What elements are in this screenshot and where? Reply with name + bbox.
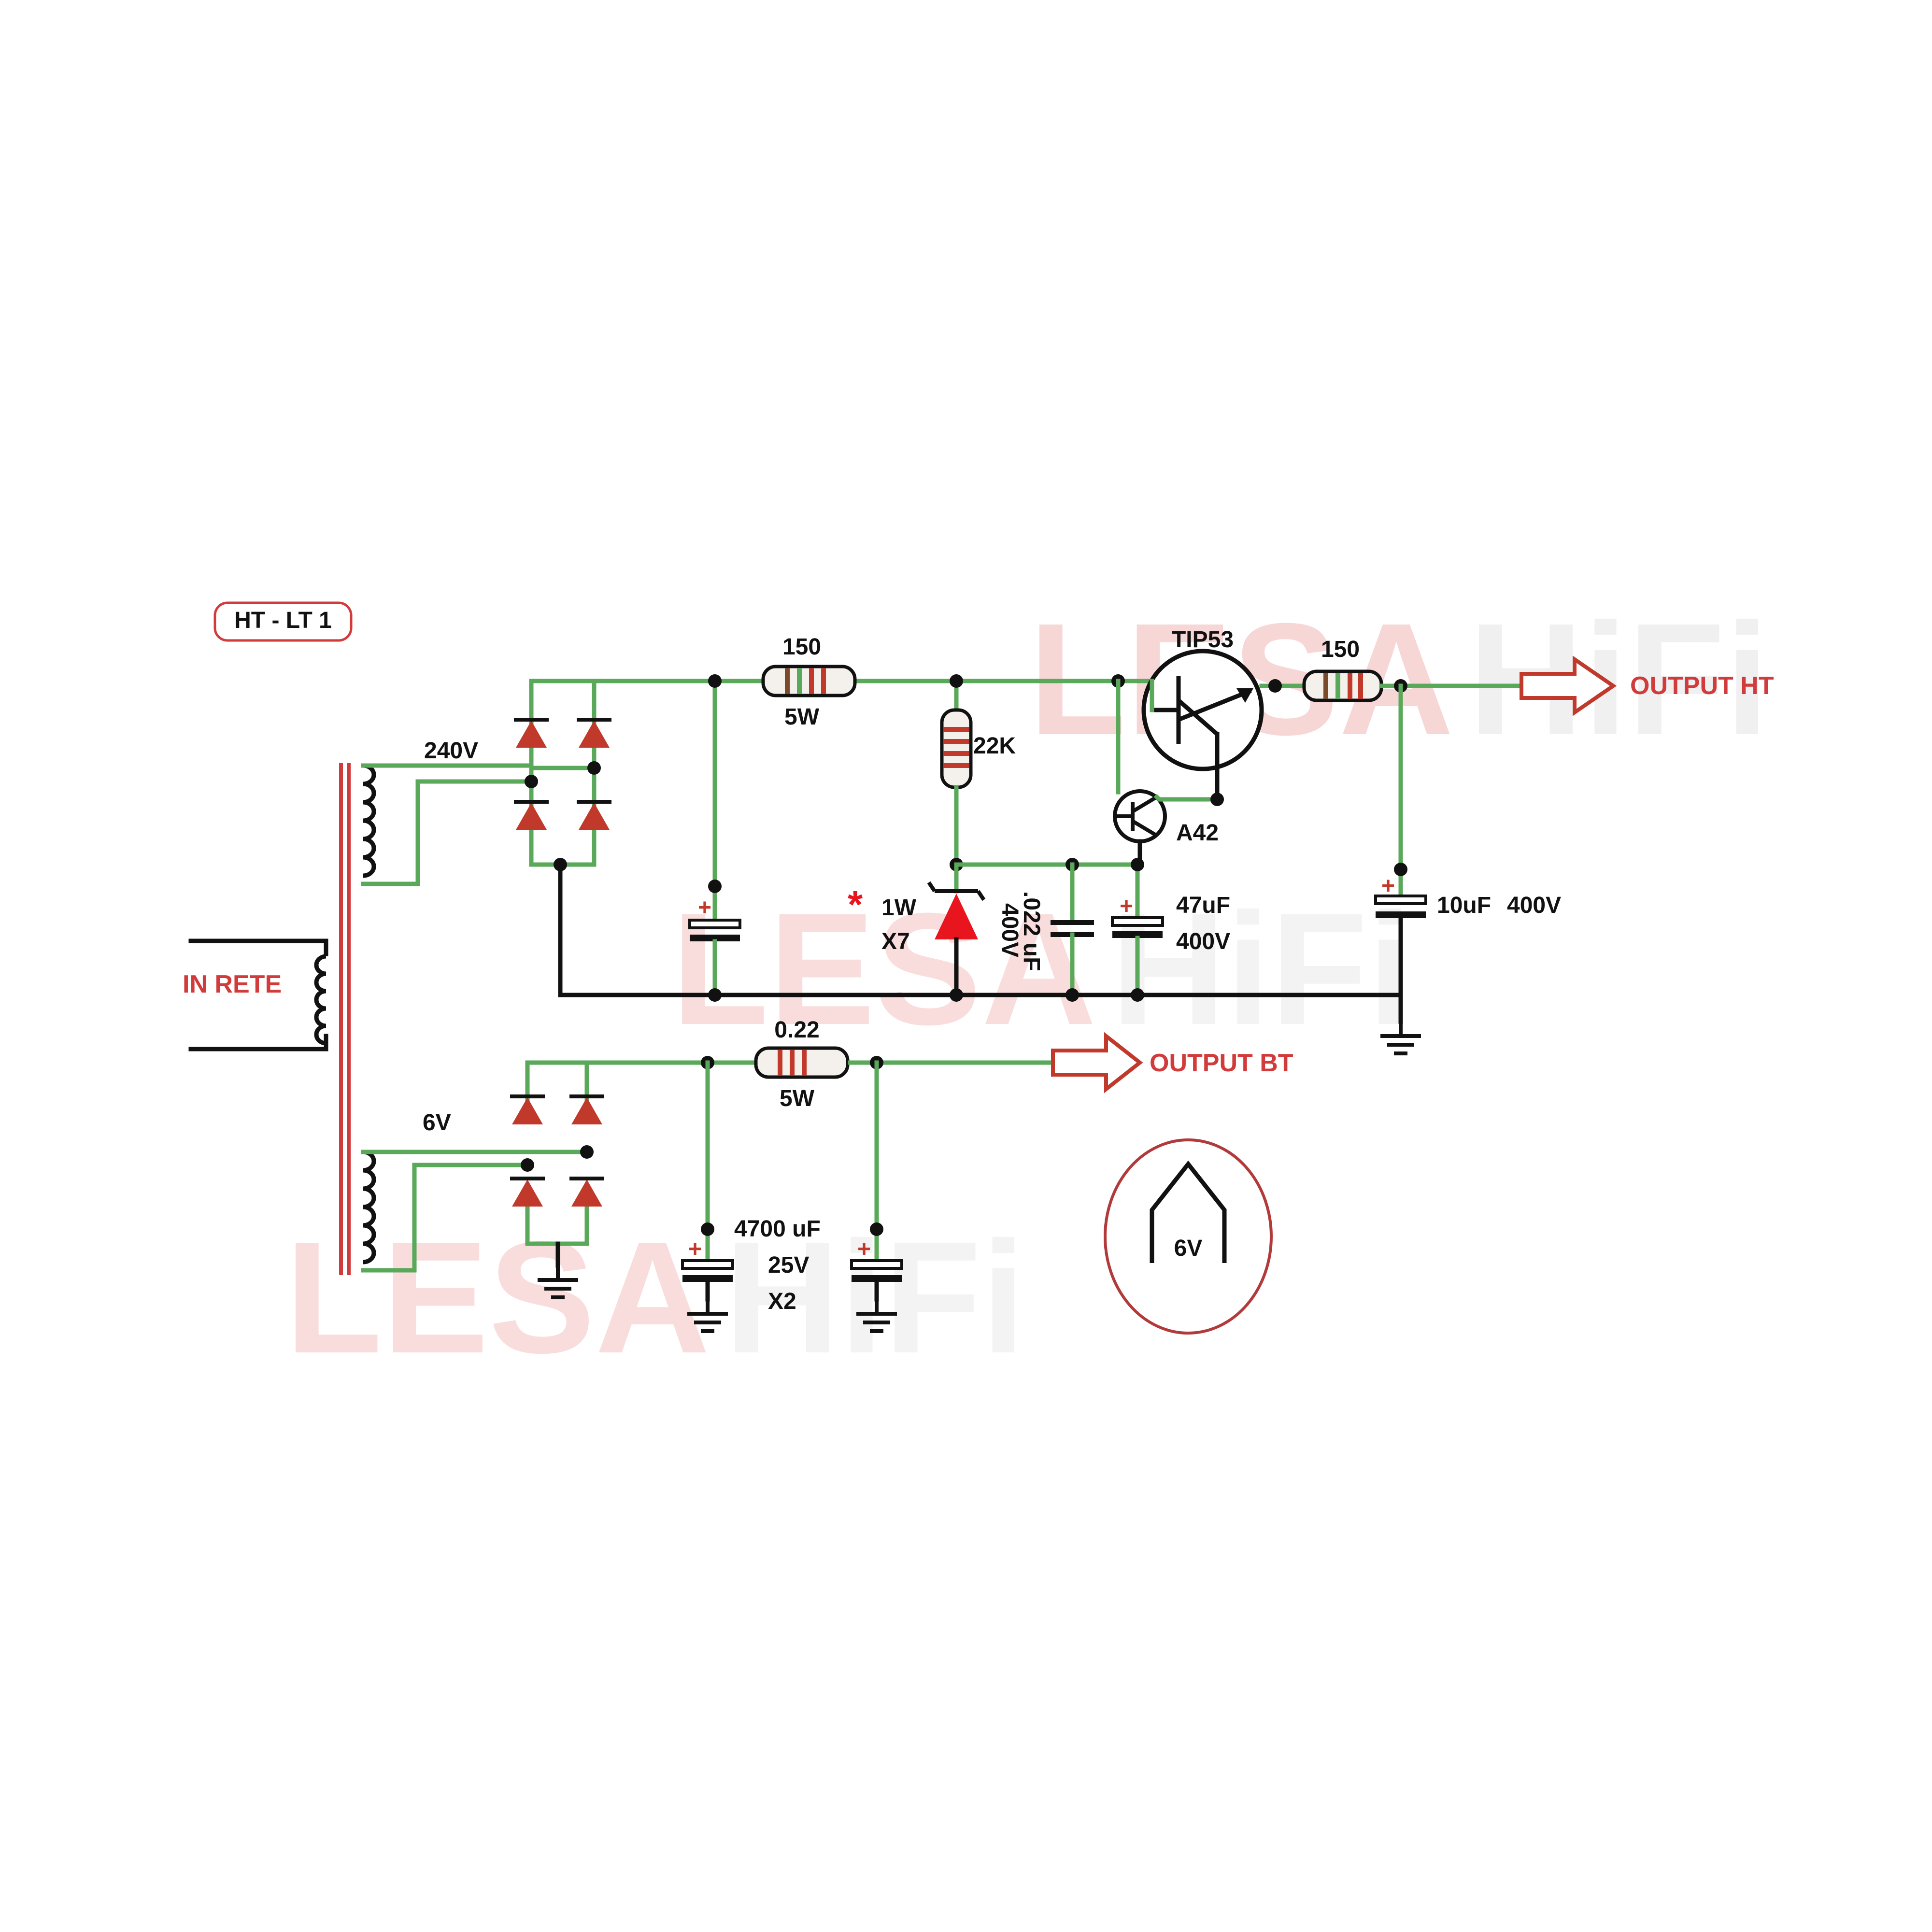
- svg-text:HT - LT 1: HT - LT 1: [234, 608, 332, 633]
- lt-cap-voltage: 25V: [768, 1252, 809, 1278]
- lt-cap-qty: X2: [768, 1289, 796, 1314]
- asterisk-icon: *: [848, 883, 863, 926]
- ht-diode-3: [514, 802, 549, 830]
- primary-winding: [188, 938, 328, 1051]
- output-bt-arrow-icon: [1051, 1032, 1143, 1094]
- secondary-240v-label: 240V: [424, 738, 478, 764]
- output-ht-label: OUTPUT HT: [1630, 672, 1774, 700]
- plus-icon: +: [857, 1236, 871, 1262]
- r1-power: 5W: [784, 704, 820, 730]
- svg-text:HiFi: HiFi: [1111, 880, 1412, 1058]
- transistor-a42: [1113, 679, 1224, 867]
- svg-text:HiFi: HiFi: [1468, 590, 1769, 768]
- lt-cap-value: 4700 uF: [734, 1216, 821, 1242]
- zener-diode: [927, 862, 986, 1002]
- ht-diode-1: [514, 720, 549, 748]
- zener-power: 1W: [881, 895, 917, 921]
- plus-icon: +: [1381, 873, 1395, 899]
- secondary-6v-label: 6V: [423, 1110, 451, 1136]
- cap-022-voltage: 400V: [997, 903, 1023, 957]
- cap-022-value: .022 uF: [1019, 891, 1044, 971]
- ht-bridge-rectifier: [514, 679, 717, 871]
- lt-cap-2: +: [850, 1060, 903, 1331]
- ht-main-rail: [708, 674, 1154, 910]
- plus-icon: +: [1120, 894, 1133, 919]
- lt-diode-3: [510, 1179, 545, 1207]
- lt-r-power: 5W: [780, 1086, 815, 1111]
- r2-value: 22K: [973, 733, 1016, 759]
- heater-label: 6V: [1174, 1236, 1203, 1261]
- secondary-ht-winding: [361, 763, 534, 886]
- cap-10uf: +: [1374, 683, 1427, 997]
- output-bt-label: OUTPUT BT: [1150, 1049, 1293, 1077]
- resistor-r3: [1302, 669, 1524, 702]
- transistor-tip53: [1141, 649, 1307, 802]
- cap-10-voltage: 400V: [1507, 893, 1561, 918]
- resistor-r2: [940, 708, 973, 871]
- r3-value: 150: [1321, 637, 1360, 662]
- lt-r-value: 0.22: [774, 1017, 819, 1043]
- r1-value: 150: [782, 634, 821, 660]
- transformer: IN RETE 240V 6V: [183, 738, 534, 1275]
- cap-10-value: 10uF: [1437, 893, 1491, 918]
- ht-diode-4: [577, 802, 611, 830]
- zener-qty: X7: [881, 929, 910, 954]
- ht-ground-rail: [558, 862, 1403, 1024]
- lt-cap-1: +: [681, 1060, 734, 1331]
- cap-47-voltage: 400V: [1176, 929, 1230, 954]
- lt-rail: [701, 1046, 1055, 1079]
- lt-diode-2: [569, 1096, 604, 1124]
- lt-bridge-rectifier: [510, 1060, 710, 1297]
- cap-47uf: +: [1111, 858, 1164, 1002]
- cap-47-value: 47uF: [1176, 893, 1230, 918]
- tip53-label: TIP53: [1172, 627, 1234, 653]
- title-badge: HT - LT 1: [213, 601, 353, 642]
- in-rete-label: IN RETE: [183, 970, 282, 998]
- plus-icon: +: [698, 895, 711, 921]
- heater-symbol: 6V: [1104, 1138, 1273, 1335]
- a42-label: A42: [1176, 820, 1219, 846]
- watermark: LESA HiFi LESA HiFi LESA HiFi: [285, 590, 1769, 1386]
- cap-022uf: [1051, 862, 1094, 1002]
- svg-text:LESA: LESA: [285, 1208, 710, 1386]
- secondary-lt-winding: [361, 1150, 530, 1273]
- plus-icon: +: [688, 1236, 702, 1262]
- svg-text:LESA: LESA: [671, 880, 1096, 1058]
- lt-diode-4: [569, 1179, 604, 1207]
- output-ht-arrow-icon: [1520, 655, 1617, 716]
- ht-reservoir-cap: +: [688, 880, 741, 1002]
- resistor-r1: [761, 665, 857, 697]
- lt-diode-1: [510, 1096, 545, 1124]
- ht-diode-2: [577, 720, 611, 748]
